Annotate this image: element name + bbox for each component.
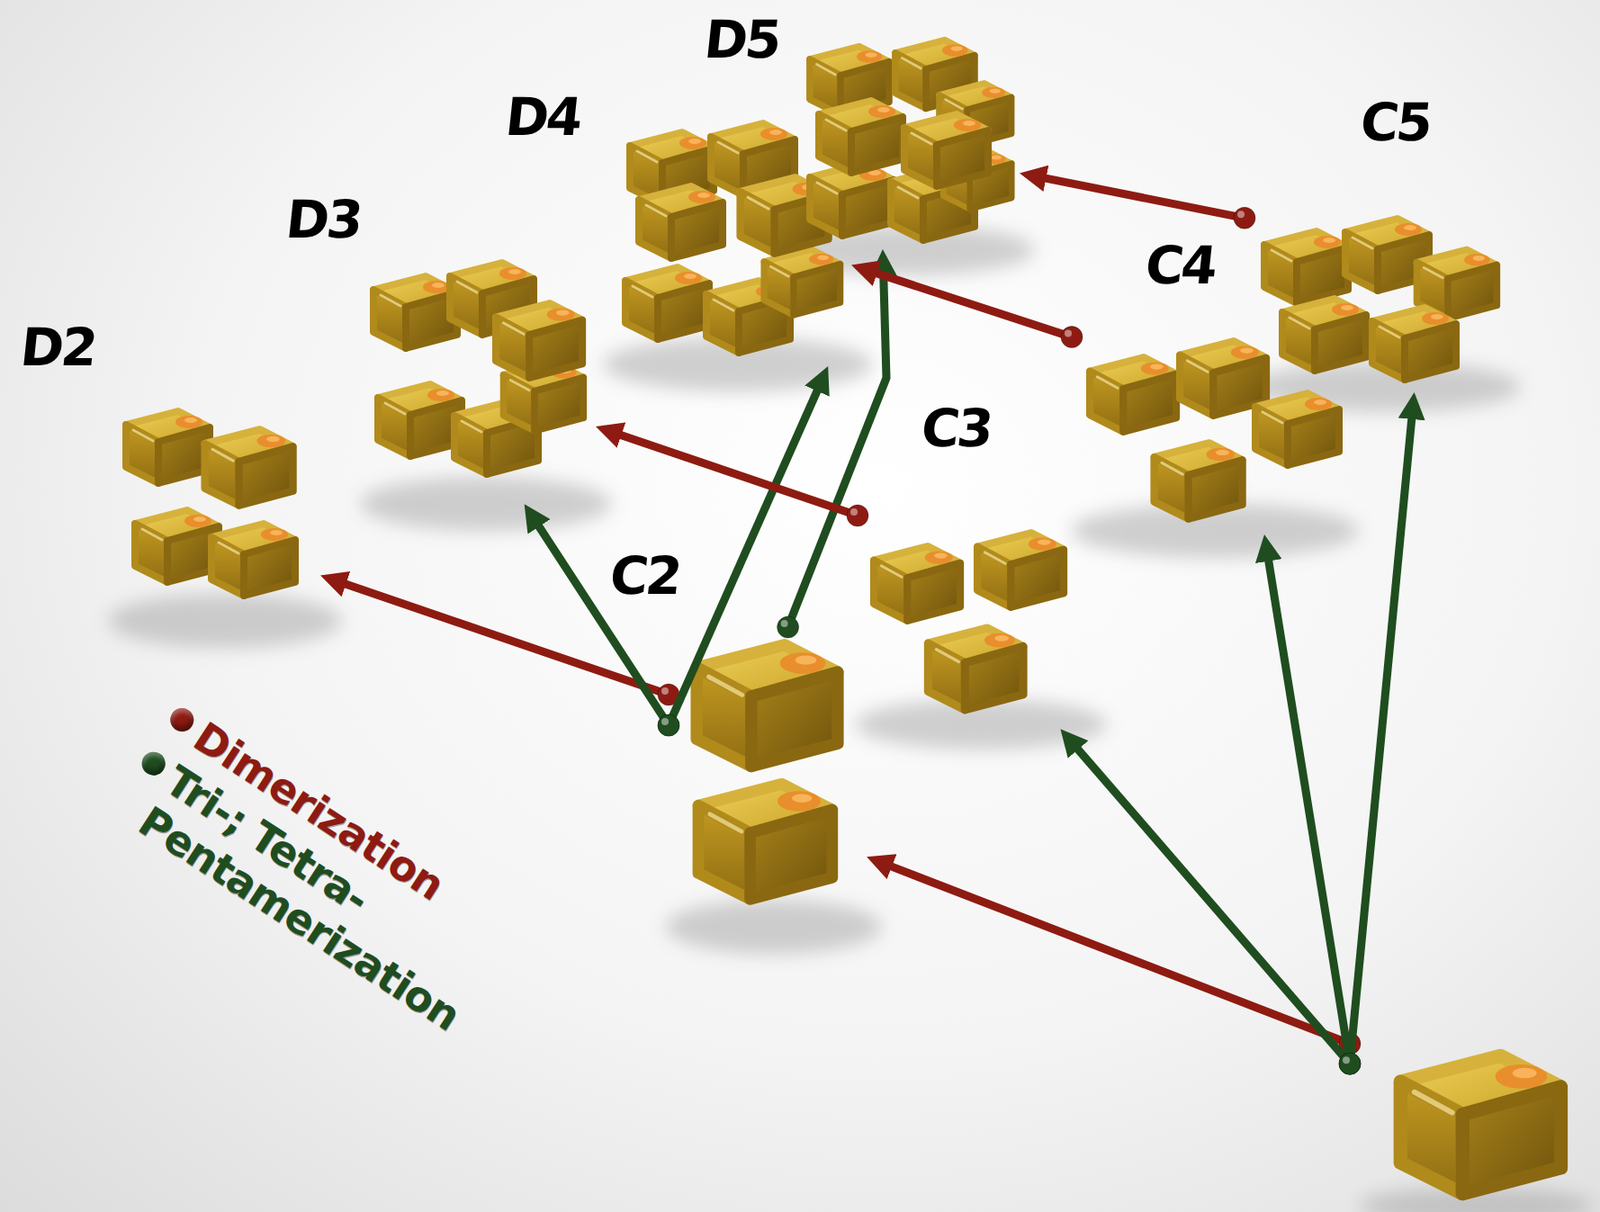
ball-highlight <box>1342 1056 1350 1064</box>
symmetry-label: D4 <box>503 86 585 148</box>
ball-highlight <box>1237 210 1245 218</box>
ball-highlight <box>661 687 669 695</box>
arrow-shaft <box>668 388 818 726</box>
assembly-arrow <box>777 273 887 639</box>
ball-highlight <box>850 508 858 516</box>
arrow-ball <box>657 714 680 737</box>
arrow-shaft <box>1043 178 1246 219</box>
symmetry-label: C5 <box>1357 91 1433 153</box>
assembly: D2 <box>112 387 322 623</box>
arrow-shaft <box>889 865 1350 1044</box>
assembly: D4 <box>607 112 853 368</box>
ball-highlight <box>1064 330 1072 338</box>
legend: DimerizationTri-; Tetra- Pentamerization <box>100 694 540 1054</box>
symmetry-label: C4 <box>1141 234 1218 297</box>
assembly: D5 <box>791 30 1021 251</box>
ball-highlight <box>661 718 669 726</box>
arrow-ball <box>846 504 869 527</box>
assembly-arrow <box>1267 558 1361 1075</box>
assembly-arrow <box>1339 416 1412 1075</box>
assembly: C5 <box>1244 208 1506 394</box>
assembly: C3 <box>857 515 1097 730</box>
arrow-ball <box>1339 1052 1361 1075</box>
arrow-ball <box>1233 206 1256 229</box>
ball-highlight <box>661 718 669 726</box>
arrow-shaft <box>788 273 887 628</box>
symmetry-label: D2 <box>17 316 99 378</box>
assembly-arrow <box>619 434 869 527</box>
arrow-shaft <box>874 272 1072 338</box>
assembly-arrow <box>657 388 818 737</box>
arrow-ball <box>657 714 680 737</box>
legend-swatch <box>165 703 198 737</box>
symmetry-label: D5 <box>701 8 783 71</box>
assembly-arrow <box>1043 178 1257 230</box>
assembly: C4 <box>1071 326 1348 536</box>
ball-highlight <box>781 620 789 628</box>
assembly: C2 <box>668 627 868 935</box>
arrow-shaft <box>1267 558 1350 1064</box>
symmetry-label: C3 <box>917 397 994 459</box>
ball-highlight <box>1342 1056 1350 1064</box>
ball-highlight <box>1342 1056 1350 1064</box>
arrow-ball <box>777 616 800 639</box>
legend-swatch <box>137 747 171 781</box>
assembly: D3 <box>357 244 597 505</box>
arrow-ball <box>1339 1052 1361 1075</box>
symmetry-label: D3 <box>283 188 365 251</box>
arrow-ball <box>1339 1052 1361 1075</box>
arrow-shaft <box>1349 416 1412 1064</box>
assembly-arrow <box>889 865 1361 1055</box>
assembly-arrow <box>874 272 1083 349</box>
arrow-shaft <box>619 434 858 516</box>
assembly-arrow <box>1076 747 1361 1075</box>
arrow-ball <box>1060 326 1083 349</box>
assembly <box>1349 1043 1589 1211</box>
symmetry-label: C2 <box>606 545 683 607</box>
